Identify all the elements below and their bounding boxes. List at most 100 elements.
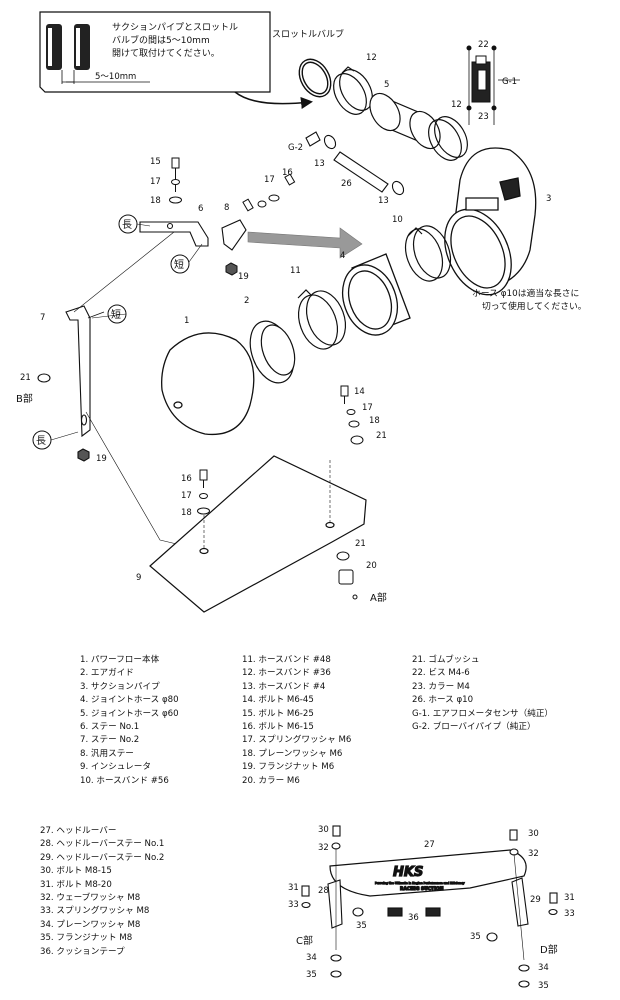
section-d-label: D部 (540, 943, 558, 956)
hks-logo: HKS (393, 865, 423, 880)
callout-33a: 33 (288, 900, 299, 910)
part-item: 16. ボルト M6-15 (242, 722, 314, 733)
callout-23: 23 (478, 112, 489, 122)
air-flow-meter-sensor (466, 45, 520, 125)
callout-31a: 31 (288, 883, 299, 893)
section-c-label: C部 (296, 934, 313, 947)
stay-no1-6 (139, 219, 247, 251)
part-item: 30. ボルト M8-15 (40, 866, 112, 877)
part-item: 20. カラー M6 (242, 775, 300, 786)
long-marker-bottom: 長 (32, 430, 52, 450)
callout-31b: 31 (564, 893, 575, 903)
callout-7: 7 (40, 313, 45, 323)
short-marker-mid: 短 (107, 304, 127, 324)
callout-17a: 17 (150, 177, 161, 187)
part-item: 10. ホースバンド #56 (80, 775, 169, 786)
callout-27: 27 (424, 840, 435, 850)
hose-band-12-lower (428, 116, 468, 161)
insulator-9 (149, 455, 367, 613)
fasteners-insulator-left (197, 469, 210, 515)
parts-list-col3: 21. ゴムブッシュ 22. ビス M4-6 23. カラー M4 26. ホー… (412, 654, 553, 734)
section-a-label: A部 (370, 591, 387, 604)
head-louver-stays (301, 825, 558, 988)
head-louver-27: HKS Pursuing the Ultimate in Engine Perf… (329, 849, 527, 897)
callout-34b: 34 (538, 963, 549, 973)
joint-hose-5 (369, 92, 441, 150)
callout-34a: 34 (306, 953, 317, 963)
gap-dimension-label: 5～10mm (95, 72, 136, 82)
callout-21a: 21 (20, 373, 31, 383)
callout-2: 2 (244, 296, 249, 306)
long-marker-top: 長 (118, 214, 138, 234)
parts-list-col2: 11. ホースバンド #48 12. ホースバンド #36 13. ホースバンド… (242, 654, 351, 788)
hose-note-line2: 切って使用してください。 (482, 300, 587, 312)
part-item: 8. 汎用ステー (80, 748, 134, 759)
callout-18c: 18 (181, 508, 192, 518)
air-guide-2 (249, 320, 296, 384)
fasteners-insulator-right (336, 385, 364, 600)
svg-text:長: 長 (36, 435, 46, 447)
callout-11: 11 (290, 266, 301, 276)
direction-arrow (247, 227, 363, 259)
callout-numbers: 1 2 3 4 5 6 7 8 9 10 11 12 12 13 13 14 1… (20, 40, 575, 991)
part-item: 11. ホースバンド #48 (242, 655, 331, 665)
callout-3: 3 (546, 194, 551, 204)
part-item: 7. ステー No.2 (80, 735, 140, 746)
part-item: 21. ゴムブッシュ (412, 655, 480, 665)
part-item: 13. ホースバンド #4 (242, 681, 326, 692)
callout-5: 5 (384, 80, 389, 90)
part-item: 1. パワーフロー本体 (80, 655, 160, 665)
callout-13a: 13 (314, 159, 325, 169)
part-item: G-1. エアフロメータセンサ（純正） (412, 708, 554, 719)
part-item: 5. ジョイントホース φ60 (80, 708, 179, 719)
short-marker-top: 短 (170, 254, 190, 274)
gap-note-line1: サクションパイプとスロットル (112, 22, 238, 33)
part-item: 19. フランジナット M6 (242, 762, 335, 773)
part-item: 9. インシュレータ (80, 762, 151, 773)
part-item: 17. スプリングワッシャ M6 (242, 735, 352, 746)
svg-text:短: 短 (111, 308, 121, 321)
callout-20: 20 (366, 561, 377, 571)
callout-12a: 12 (366, 53, 377, 63)
callout-4: 4 (340, 251, 345, 261)
callout-33b: 33 (564, 909, 575, 919)
gap-note-line2: バルブの間は5～10mm (112, 34, 210, 46)
part-item: 36. クッションテープ (40, 946, 125, 957)
blow-by-pipe (305, 131, 405, 196)
callout-19b: 19 (96, 454, 107, 464)
callout-8: 8 (224, 203, 229, 213)
part-item: 6. ステー No.1 (80, 722, 140, 733)
parts-list-col4: 27. ヘッドルーバー 28. ヘッドルーバーステー No.1 29. ヘッドル… (40, 825, 164, 959)
hose-band-11 (297, 289, 347, 350)
svg-text:長: 長 (122, 219, 132, 231)
svg-text:短: 短 (174, 258, 184, 271)
callout-6: 6 (198, 204, 203, 214)
stay-no2-7 (37, 305, 105, 462)
callout-36: 36 (408, 913, 419, 923)
part-item: 31. ボルト M8-20 (40, 879, 112, 890)
logo-tagline: Pursuing the Ultimate in Engine Performa… (375, 881, 465, 885)
part-item: 14. ボルト M6-45 (242, 695, 314, 706)
callout-15: 15 (150, 157, 161, 167)
suction-pipe-3 (444, 147, 537, 296)
part-item: 12. ホースバンド #36 (242, 668, 331, 679)
callout-35a: 35 (356, 921, 367, 931)
callout-29: 29 (530, 895, 541, 905)
callout-21b: 21 (376, 431, 387, 441)
callout-18b: 18 (369, 416, 380, 426)
callout-16b: 16 (181, 474, 192, 484)
part-item: 26. ホース φ10 (412, 695, 474, 706)
callout-35d: 35 (470, 932, 481, 942)
part-item: 33. スプリングワッシャ M8 (40, 906, 150, 917)
leader-line (73, 231, 175, 313)
callout-14: 14 (354, 387, 365, 397)
callout-17d: 17 (181, 491, 192, 501)
callout-30a: 30 (318, 825, 329, 835)
logo-racing-suction: RACING SUCTION (400, 886, 444, 892)
callout-16a: 16 (282, 168, 293, 178)
gap-note-line3: 開けて取付けてください。 (112, 48, 220, 59)
callout-13b: 13 (378, 196, 389, 206)
part-item: 34. プレーンワッシャ M8 (40, 919, 141, 930)
callout-32b: 32 (528, 849, 539, 859)
